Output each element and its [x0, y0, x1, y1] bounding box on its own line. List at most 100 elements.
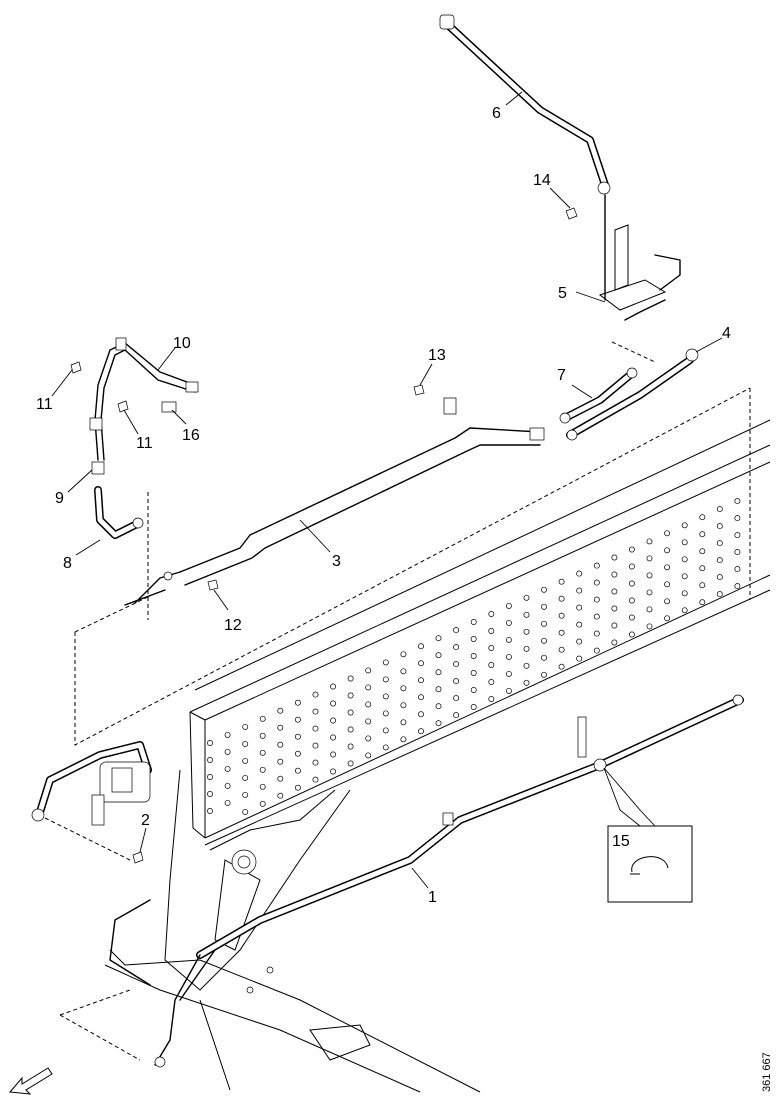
dashed-link-lower-2	[59, 1014, 141, 1061]
pipe-3-union	[529, 427, 545, 441]
frame-rail-hole	[646, 538, 653, 545]
frame-rail-hole	[347, 709, 354, 716]
frame-rail-hole	[628, 563, 635, 570]
callout-15: 15	[612, 833, 630, 850]
frame-rail-hole	[259, 783, 266, 790]
fuel-valve-core	[111, 767, 133, 793]
frame-rail-hole	[294, 767, 301, 774]
pipe-3-bracket	[443, 397, 457, 415]
frame-rail-hole	[611, 622, 618, 629]
leader-15-a	[603, 767, 656, 827]
leader-lines	[51, 91, 723, 889]
lower-crossmember-edge-2	[104, 964, 421, 1093]
leader-14	[549, 187, 571, 209]
pipe-4-inner	[567, 357, 693, 438]
frame-rail-hole	[576, 587, 583, 594]
leader-1	[411, 867, 429, 889]
pipe-1-lower-fitting	[154, 1056, 166, 1068]
frame-rail-hole	[505, 653, 512, 660]
frame-rail-hole	[277, 707, 284, 714]
frame-rail-holes	[207, 498, 741, 815]
frame-rail-hole	[470, 619, 477, 625]
frame-rail-hole	[435, 669, 442, 676]
frame-rail-hole	[716, 591, 723, 598]
dashed-outline-left	[74, 387, 751, 746]
fuel-pipe-10	[70, 337, 199, 461]
pipe-3-fitting	[163, 571, 173, 581]
crossmember-hole-b	[246, 986, 254, 994]
frame-rail-hole	[734, 515, 741, 522]
callout-8: 8	[63, 555, 72, 572]
frame-rail-hole	[681, 522, 688, 529]
frame-rail-hole	[224, 799, 231, 806]
leader-8	[75, 539, 101, 556]
frame-rail-hole	[681, 556, 688, 563]
frame-rail-hole	[646, 572, 653, 579]
callout-9: 9	[55, 490, 64, 507]
frame-rail-hole	[294, 699, 301, 706]
callout-labels: 1 2 3 4 5 6 7 8 9 10 11 11 12 13 14 15 1…	[36, 105, 731, 906]
callout-16: 16	[182, 427, 200, 444]
frame-rail-hole	[593, 613, 600, 620]
frame-rail-hole	[681, 590, 688, 597]
frame-rail-hole	[558, 646, 565, 653]
frame-rail-hole	[646, 623, 653, 630]
forward-arrow-icon	[8, 1067, 53, 1095]
frame-rail-hole	[312, 759, 319, 766]
bracket-5-pipe	[654, 254, 681, 291]
leader-13	[419, 363, 433, 386]
frame-rail-hole	[259, 715, 266, 722]
frame-rail-hole	[523, 662, 530, 669]
frame-rail-hole	[330, 717, 337, 724]
fuel-valve-assembly	[31, 741, 152, 864]
frame-rail-hole	[716, 523, 723, 530]
bracket-5-pipe-stub	[624, 299, 666, 321]
frame-rail-top-edge	[189, 444, 771, 713]
frame-rail-hole	[664, 564, 671, 571]
assembly-dashed-outline	[44, 341, 751, 1061]
frame-rail-hole	[488, 679, 495, 685]
frame-rail-hole	[505, 636, 512, 643]
frame-rail-hole	[505, 670, 512, 677]
frame-rail-hole	[681, 539, 688, 546]
frame-rail-hole	[576, 604, 583, 611]
frame-rail-hole	[294, 784, 301, 791]
frame-rail-hole	[382, 744, 389, 751]
pipe-3-upper-line	[179, 427, 541, 573]
cross-member-hole-inner	[237, 855, 251, 869]
frame-rail-hole	[347, 692, 354, 699]
frame-rail-hole	[312, 776, 319, 783]
frame-rail-hole	[330, 734, 337, 741]
fuel-pipe-4	[566, 348, 699, 441]
lower-crossmember-edge-3	[199, 999, 231, 1091]
callout-1: 1	[428, 889, 437, 906]
leader-15-b	[603, 767, 641, 827]
callout-10: 10	[173, 335, 191, 352]
callout-11-lower: 11	[136, 435, 153, 452]
frame-rail-hole	[259, 800, 266, 807]
pipe-1-clip	[442, 812, 454, 826]
frame-rail-hole	[593, 562, 600, 569]
frame-rail-hole	[611, 588, 618, 595]
frame-rail-hole	[418, 660, 424, 667]
pipe-6-lower-fitting	[597, 181, 611, 195]
frame-rail-hole	[400, 685, 407, 692]
frame-rail-hole	[259, 749, 266, 756]
frame-rail-hole	[400, 719, 407, 726]
frame-rail-hole	[541, 637, 547, 644]
frame-rail-hole	[541, 586, 547, 593]
frame-rail-hole	[259, 766, 266, 773]
frame-rail-hole	[734, 583, 741, 590]
pipe-10-clip	[89, 417, 103, 431]
nut-14	[565, 207, 578, 220]
frame-rail-hole	[576, 638, 583, 645]
cross-member-edge	[209, 789, 336, 851]
frame-rail-hole	[418, 643, 424, 650]
frame-rail-hole	[576, 621, 583, 628]
pipe-7-fitting	[559, 412, 571, 424]
callout-11-upper: 11	[36, 396, 53, 413]
frame-rail-hole	[593, 630, 600, 637]
pipe-1-clamp-bracket	[577, 716, 587, 758]
nut-13	[413, 384, 425, 396]
frame-rail	[189, 419, 771, 846]
